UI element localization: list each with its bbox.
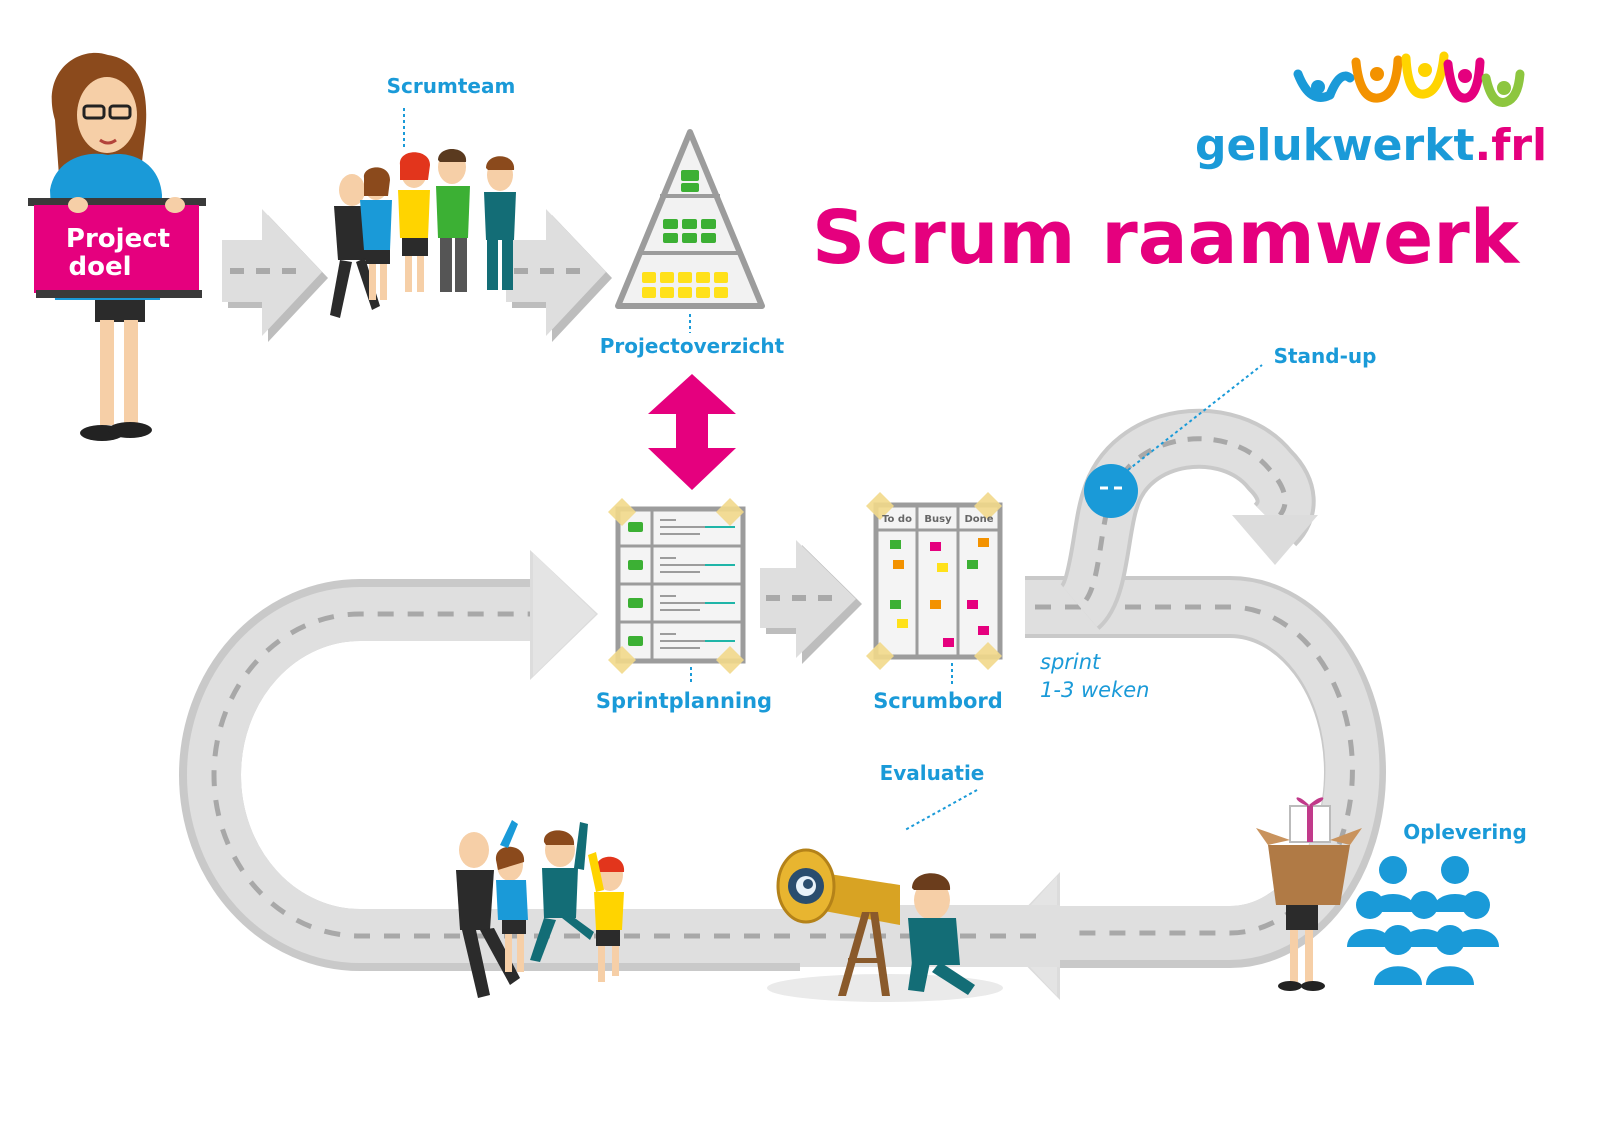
gift-delivery-icon	[1256, 797, 1362, 991]
woman-holding-sign-icon	[28, 52, 206, 441]
project-goal-line2: doel	[68, 252, 131, 282]
logo-text: gelukwerkt.frl	[1195, 120, 1547, 171]
road-left-loop	[179, 550, 800, 971]
road-network	[179, 209, 1386, 1000]
road-standup-loop	[1057, 408, 1318, 630]
standup-label: Stand-up	[1274, 344, 1377, 368]
backlog-pyramid-icon	[615, 129, 765, 309]
standup-pointer	[1127, 364, 1263, 471]
page-title: Scrum raamwerk	[812, 195, 1521, 281]
celebrating-team-icon	[456, 820, 625, 998]
scrumteam-label: Scrumteam	[387, 74, 516, 98]
sprint-label: sprint	[1040, 650, 1101, 674]
scrumbord-label: Scrumbord	[873, 689, 1003, 713]
scrum-board-icon	[866, 492, 1003, 670]
road-arrow-3	[760, 540, 862, 664]
logo-tld: .frl	[1475, 120, 1548, 171]
audience-people-icon	[1347, 856, 1499, 985]
project-goal-line1: Project	[66, 224, 170, 254]
telescope-icon	[767, 848, 1003, 1002]
board-notes	[890, 538, 989, 647]
sprintplanning-label: Sprintplanning	[596, 689, 772, 713]
double-arrow-icon	[648, 374, 736, 490]
standup-marker-icon	[1084, 464, 1138, 518]
oplevering-label: Oplevering	[1403, 820, 1527, 844]
evaluatie-label: Evaluatie	[880, 761, 985, 785]
road-arrow-2	[506, 209, 612, 342]
projectoverzicht-label: Projectoverzicht	[600, 334, 785, 358]
logo-people-icon	[1293, 51, 1525, 107]
board-column-done: Done	[964, 514, 993, 525]
brand-logo: gelukwerkt.frl	[1195, 51, 1547, 171]
sprint-duration-label: 1-3 weken	[1040, 678, 1149, 702]
team-group-icon	[330, 148, 516, 318]
board-column-busy: Busy	[924, 514, 952, 525]
logo-name: gelukwerkt	[1195, 120, 1475, 171]
sprint-planning-sheet-icon	[608, 498, 746, 674]
board-column-todo: To do	[882, 514, 912, 525]
evaluatie-pointer	[904, 789, 978, 831]
road-arrow-1	[222, 209, 328, 342]
